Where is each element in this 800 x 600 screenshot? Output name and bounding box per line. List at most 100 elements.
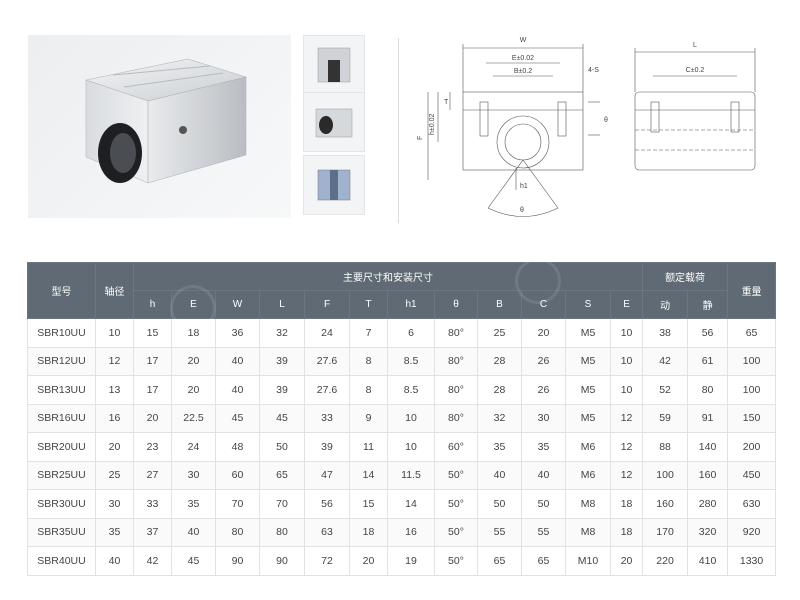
header-dim: F (304, 290, 350, 319)
table-cell: M5 (565, 375, 611, 405)
header-model: 型号 (27, 262, 96, 319)
product-thumbnail-2[interactable] (303, 92, 365, 152)
dim-theta-label: θ (520, 207, 524, 214)
table-cell: 920 (727, 517, 777, 547)
table-cell: 12 (609, 460, 644, 490)
table-cell: 33 (304, 403, 350, 433)
table-cell: 11 (349, 432, 388, 462)
table-cell: 20 (521, 318, 566, 348)
model-cell: SBR35UU (27, 517, 96, 547)
model-cell: SBR16UU (27, 403, 96, 433)
table-cell: 12 (609, 432, 644, 462)
table-cell: 200 (727, 432, 777, 462)
table-cell: 47 (304, 460, 350, 490)
table-cell: 50 (477, 489, 522, 519)
table-cell: M8 (565, 489, 611, 519)
table-cell: 17 (133, 375, 172, 405)
table-cell: 8 (349, 375, 388, 405)
table-cell: 50° (434, 460, 478, 490)
model-cell: SBR12UU (27, 346, 96, 376)
table-cell: 450 (727, 460, 777, 490)
table-cell: 20 (349, 546, 388, 576)
table-cell: 14 (387, 489, 435, 519)
dim-h-label: h±0.02 (429, 114, 436, 135)
watermark-logo (515, 258, 561, 304)
dim-w-label: W (520, 37, 527, 44)
table-cell: 10 (609, 375, 644, 405)
header-dim: h (133, 290, 172, 319)
table-cell: 50 (521, 489, 566, 519)
table-cell: 22.5 (171, 403, 216, 433)
table-cell: 12 (609, 403, 644, 433)
header-load: 动 (642, 290, 689, 319)
model-cell: SBR10UU (27, 318, 96, 348)
table-cell: 10 (95, 318, 134, 348)
product-thumbnail-1[interactable] (303, 35, 365, 95)
header-dim: W (215, 290, 260, 319)
table-cell: 65 (521, 546, 566, 576)
table-cell: M5 (565, 318, 611, 348)
product-thumbnail-3[interactable] (303, 155, 365, 215)
table-cell: 56 (687, 318, 729, 348)
table-cell: 60 (215, 460, 260, 490)
table-cell: M6 (565, 432, 611, 462)
table-cell: 50 (259, 432, 305, 462)
table-cell: 33 (133, 489, 172, 519)
table-cell: 40 (521, 460, 566, 490)
table-cell: 48 (215, 432, 260, 462)
header-dim: B (477, 290, 522, 319)
table-cell: 16 (95, 403, 134, 433)
table-cell: 20 (133, 403, 172, 433)
table-cell: 35 (521, 432, 566, 462)
table-cell: 35 (171, 489, 216, 519)
table-cell: 280 (687, 489, 729, 519)
table-cell: 91 (687, 403, 729, 433)
table-cell: 80 (215, 517, 260, 547)
product-photo-main (28, 35, 291, 218)
table-cell: 18 (609, 517, 644, 547)
table-cell: 80° (434, 375, 478, 405)
table-cell: 90 (259, 546, 305, 576)
table-cell: 38 (642, 318, 689, 348)
table-cell: 100 (727, 346, 777, 376)
table-cell: 13 (95, 375, 134, 405)
table-cell: 88 (642, 432, 689, 462)
table-cell: 11.5 (387, 460, 435, 490)
table-cell: 220 (642, 546, 689, 576)
dim-f-label: F (417, 136, 424, 140)
table-cell: 14 (349, 460, 388, 490)
table-cell: 40 (95, 546, 134, 576)
table-cell: 52 (642, 375, 689, 405)
table-cell: 16 (387, 517, 435, 547)
table-cell: 10 (609, 346, 644, 376)
table-cell: 30 (95, 489, 134, 519)
table-cell: 61 (687, 346, 729, 376)
front-view-drawing: W E±0.02 B±0.2 4-S T h±0.02 F h1 θ θ (417, 37, 608, 217)
table-cell: M8 (565, 517, 611, 547)
table-cell: 42 (133, 546, 172, 576)
dim-c-label: C±0.2 (686, 67, 705, 74)
dim-b-label: B±0.2 (514, 68, 532, 75)
dim-e-label: E±0.02 (512, 55, 534, 62)
table-cell: M6 (565, 460, 611, 490)
table-cell: 65 (477, 546, 522, 576)
table-cell: 15 (133, 318, 172, 348)
table-cell: 45 (215, 403, 260, 433)
table-cell: 140 (687, 432, 729, 462)
table-cell: 100 (727, 375, 777, 405)
table-cell: 320 (687, 517, 729, 547)
header-dim: S (565, 290, 611, 319)
table-cell: 150 (727, 403, 777, 433)
table-cell: 39 (304, 432, 350, 462)
table-cell: 10 (609, 318, 644, 348)
table-cell: 170 (642, 517, 689, 547)
thumbnail-image (317, 169, 351, 201)
table-cell: 50° (434, 517, 478, 547)
